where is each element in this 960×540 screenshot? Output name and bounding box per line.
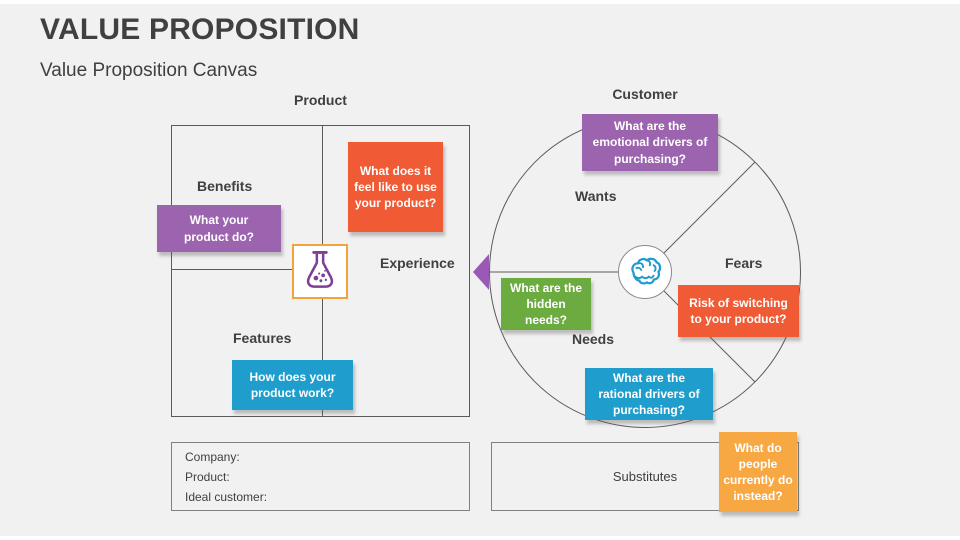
sticky-note-rational-drivers: What are the rational drivers of purchas… (585, 368, 713, 420)
experience-label: Experience (380, 255, 455, 271)
company-field-label: Company: (185, 450, 240, 464)
sticky-note-substitutes: What do people currently do instead? (719, 432, 797, 512)
sticky-note-features: How does your product work? (232, 360, 353, 410)
fears-label: Fears (725, 255, 763, 271)
sticky-note-hidden-needs: What are the hidden needs? (501, 278, 591, 330)
company-info-box: Company: Product: Ideal customer: (171, 442, 470, 511)
wants-label: Wants (575, 188, 617, 204)
page-subtitle: Value Proposition Canvas (40, 60, 258, 81)
sticky-note-switching-risk: Risk of switching to your product? (678, 285, 799, 337)
needs-label: Needs (572, 331, 615, 347)
features-label: Features (233, 330, 292, 346)
slide-bottom-edge (0, 536, 960, 540)
substitutes-box: Substitutes (491, 442, 799, 511)
substitutes-label: Substitutes (612, 469, 678, 484)
flask-icon-box (292, 244, 348, 299)
flask-icon (297, 247, 343, 297)
sticky-note-experience: What does it feel like to use your produ… (348, 142, 443, 232)
product-field-label: Product: (185, 470, 230, 484)
brain-icon (624, 249, 666, 296)
product-horizontal-divider (172, 269, 322, 270)
arrow-left-icon (473, 254, 489, 290)
page-title: VALUE PROPOSITION (40, 13, 360, 46)
benefits-label: Benefits (197, 178, 253, 194)
sticky-note-benefits: What your product do? (157, 205, 281, 252)
slide-top-edge (0, 0, 960, 4)
product-section-heading: Product (294, 92, 347, 108)
sticky-note-emotional-drivers: What are the emotional drivers of purcha… (582, 114, 718, 171)
ideal-customer-field-label: Ideal customer: (185, 490, 268, 504)
customer-section-heading: Customer (612, 86, 678, 102)
brain-icon-circle (618, 245, 672, 299)
